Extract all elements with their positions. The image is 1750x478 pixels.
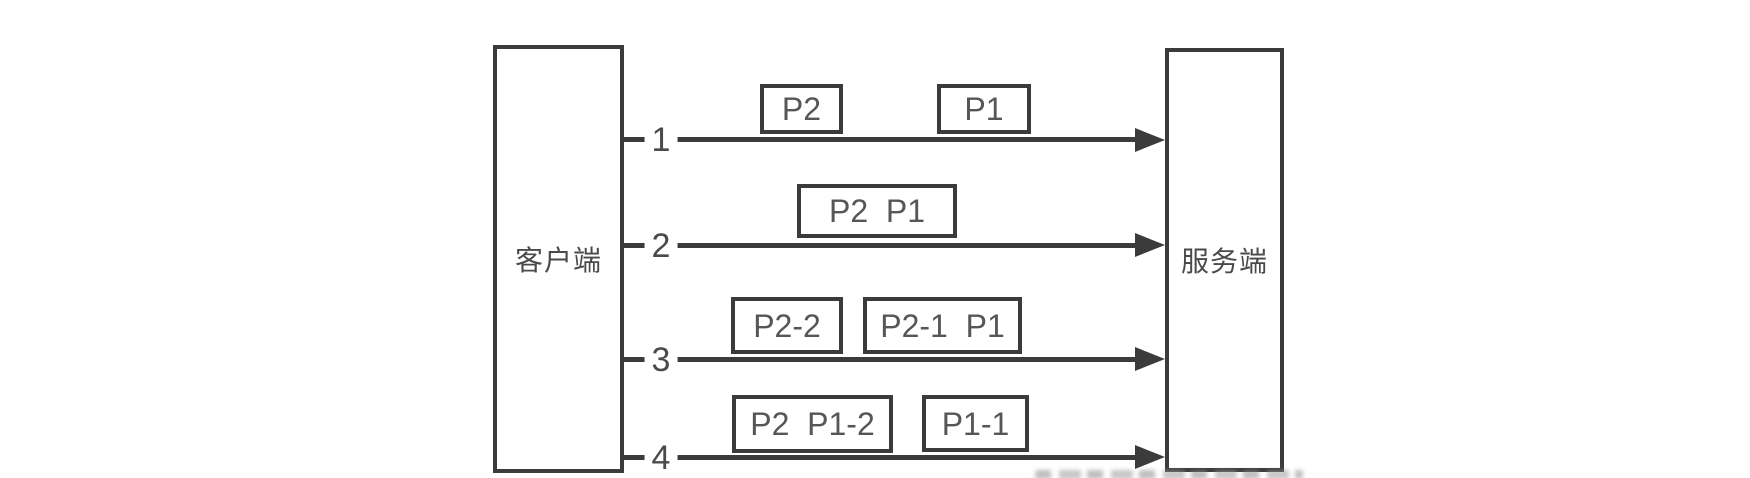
message-number-3: 3 — [644, 343, 678, 377]
client-box: 客户端 — [493, 45, 624, 473]
message-line-2 — [623, 243, 1143, 248]
arrowhead-icon-4 — [1135, 445, 1165, 469]
message-number-2: 2 — [644, 229, 678, 263]
message-line-4 — [623, 455, 1143, 460]
server-box: 服务端 — [1165, 48, 1284, 472]
packet-box: P2 P1 — [797, 184, 957, 238]
packet-box: P2 P1-2 — [732, 395, 893, 453]
message-line-3 — [623, 357, 1143, 362]
message-number-1: 1 — [644, 123, 678, 157]
watermark — [1035, 470, 1303, 478]
packet-box: P2-1 P1 — [863, 297, 1022, 354]
packet-box: P2-2 — [731, 297, 843, 354]
message-number-4: 4 — [644, 441, 678, 475]
packet-box: P2 — [760, 84, 843, 134]
arrowhead-icon-1 — [1135, 128, 1165, 152]
arrowhead-icon-3 — [1135, 347, 1165, 371]
packet-box: P1-1 — [922, 395, 1029, 452]
packet-box: P1 — [937, 84, 1031, 134]
arrowhead-icon-2 — [1135, 233, 1165, 257]
client-label: 客户端 — [514, 245, 602, 276]
server-label: 服务端 — [1180, 246, 1268, 277]
message-line-1 — [623, 137, 1143, 142]
